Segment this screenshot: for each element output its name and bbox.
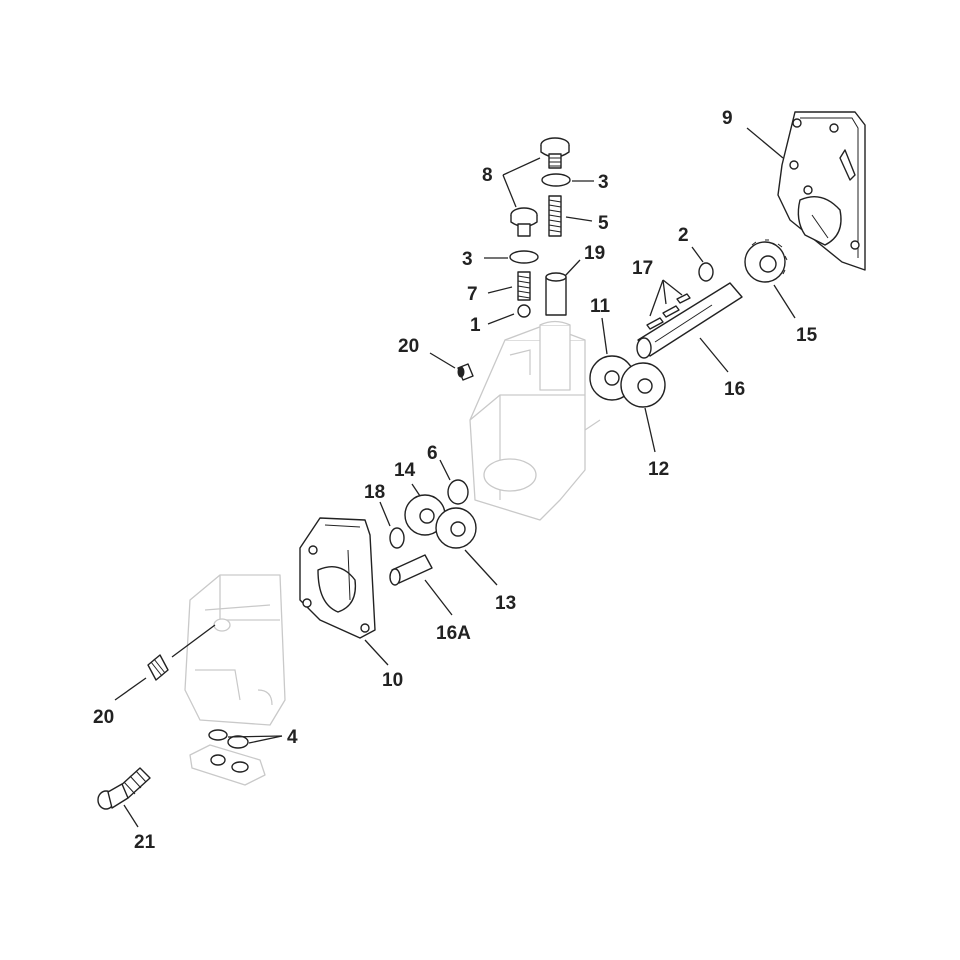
- callout-12: 12: [648, 459, 669, 480]
- flange-plate: [189, 744, 266, 786]
- callout-17: 17: [632, 258, 653, 279]
- callout-21: 21: [134, 832, 156, 853]
- callout-13: 13: [495, 593, 516, 614]
- callout-14: 14: [394, 460, 416, 481]
- callout-3-upper: 3: [598, 172, 609, 193]
- callout-10: 10: [382, 670, 403, 691]
- callout-3-lower: 3: [462, 249, 473, 270]
- screw-8-upper: [540, 137, 570, 169]
- o-ring-3-lower: [509, 250, 539, 264]
- callout-1: 1: [470, 315, 481, 336]
- screw-8-lower: [510, 207, 538, 237]
- spring-7: [517, 271, 531, 301]
- shaft-16: [636, 282, 743, 359]
- spring-5: [548, 195, 562, 237]
- washer-6: [447, 479, 469, 505]
- sleeve-19: [545, 272, 567, 316]
- o-rings-4: [208, 729, 249, 749]
- callout-20-upper: 20: [398, 336, 419, 357]
- o-ring-3-upper: [541, 173, 571, 187]
- gasket-9: [777, 111, 866, 271]
- plug-20-upper: [457, 363, 474, 381]
- pin-16a: [389, 554, 433, 586]
- keys-17: [646, 293, 691, 330]
- fitting-20-lower: [147, 654, 169, 681]
- callout-19: 19: [584, 243, 605, 264]
- callout-9: 9: [722, 108, 733, 129]
- callout-4: 4: [287, 727, 298, 748]
- gear-15: [744, 239, 788, 283]
- callout-15: 15: [796, 325, 818, 346]
- gasket-10: [299, 517, 376, 639]
- washer-2: [698, 262, 714, 282]
- callout-6: 6: [427, 443, 438, 464]
- callout-18: 18: [364, 482, 385, 503]
- washer-18: [389, 527, 405, 549]
- gear-14: [404, 494, 446, 536]
- callout-11: 11: [590, 296, 611, 317]
- leader-lines: [114, 127, 796, 828]
- callout-2: 2: [678, 225, 689, 246]
- callout-8: 8: [482, 165, 493, 186]
- gear-13: [435, 507, 477, 549]
- callout-16: 16: [724, 379, 745, 400]
- bolt-21: [97, 767, 151, 810]
- ball-1: [517, 304, 531, 318]
- callout-7: 7: [467, 284, 478, 305]
- callout-5: 5: [598, 213, 609, 234]
- callout-20-lower: 20: [93, 707, 114, 728]
- callout-16a: 16A: [436, 623, 471, 644]
- pump-body: [469, 320, 601, 521]
- pump-cover: [184, 574, 286, 726]
- callout-labels: 8 3 5 3 19 7 1 20 9 2 17 15 11 16 12 14 …: [93, 108, 818, 853]
- gear-12: [620, 362, 666, 408]
